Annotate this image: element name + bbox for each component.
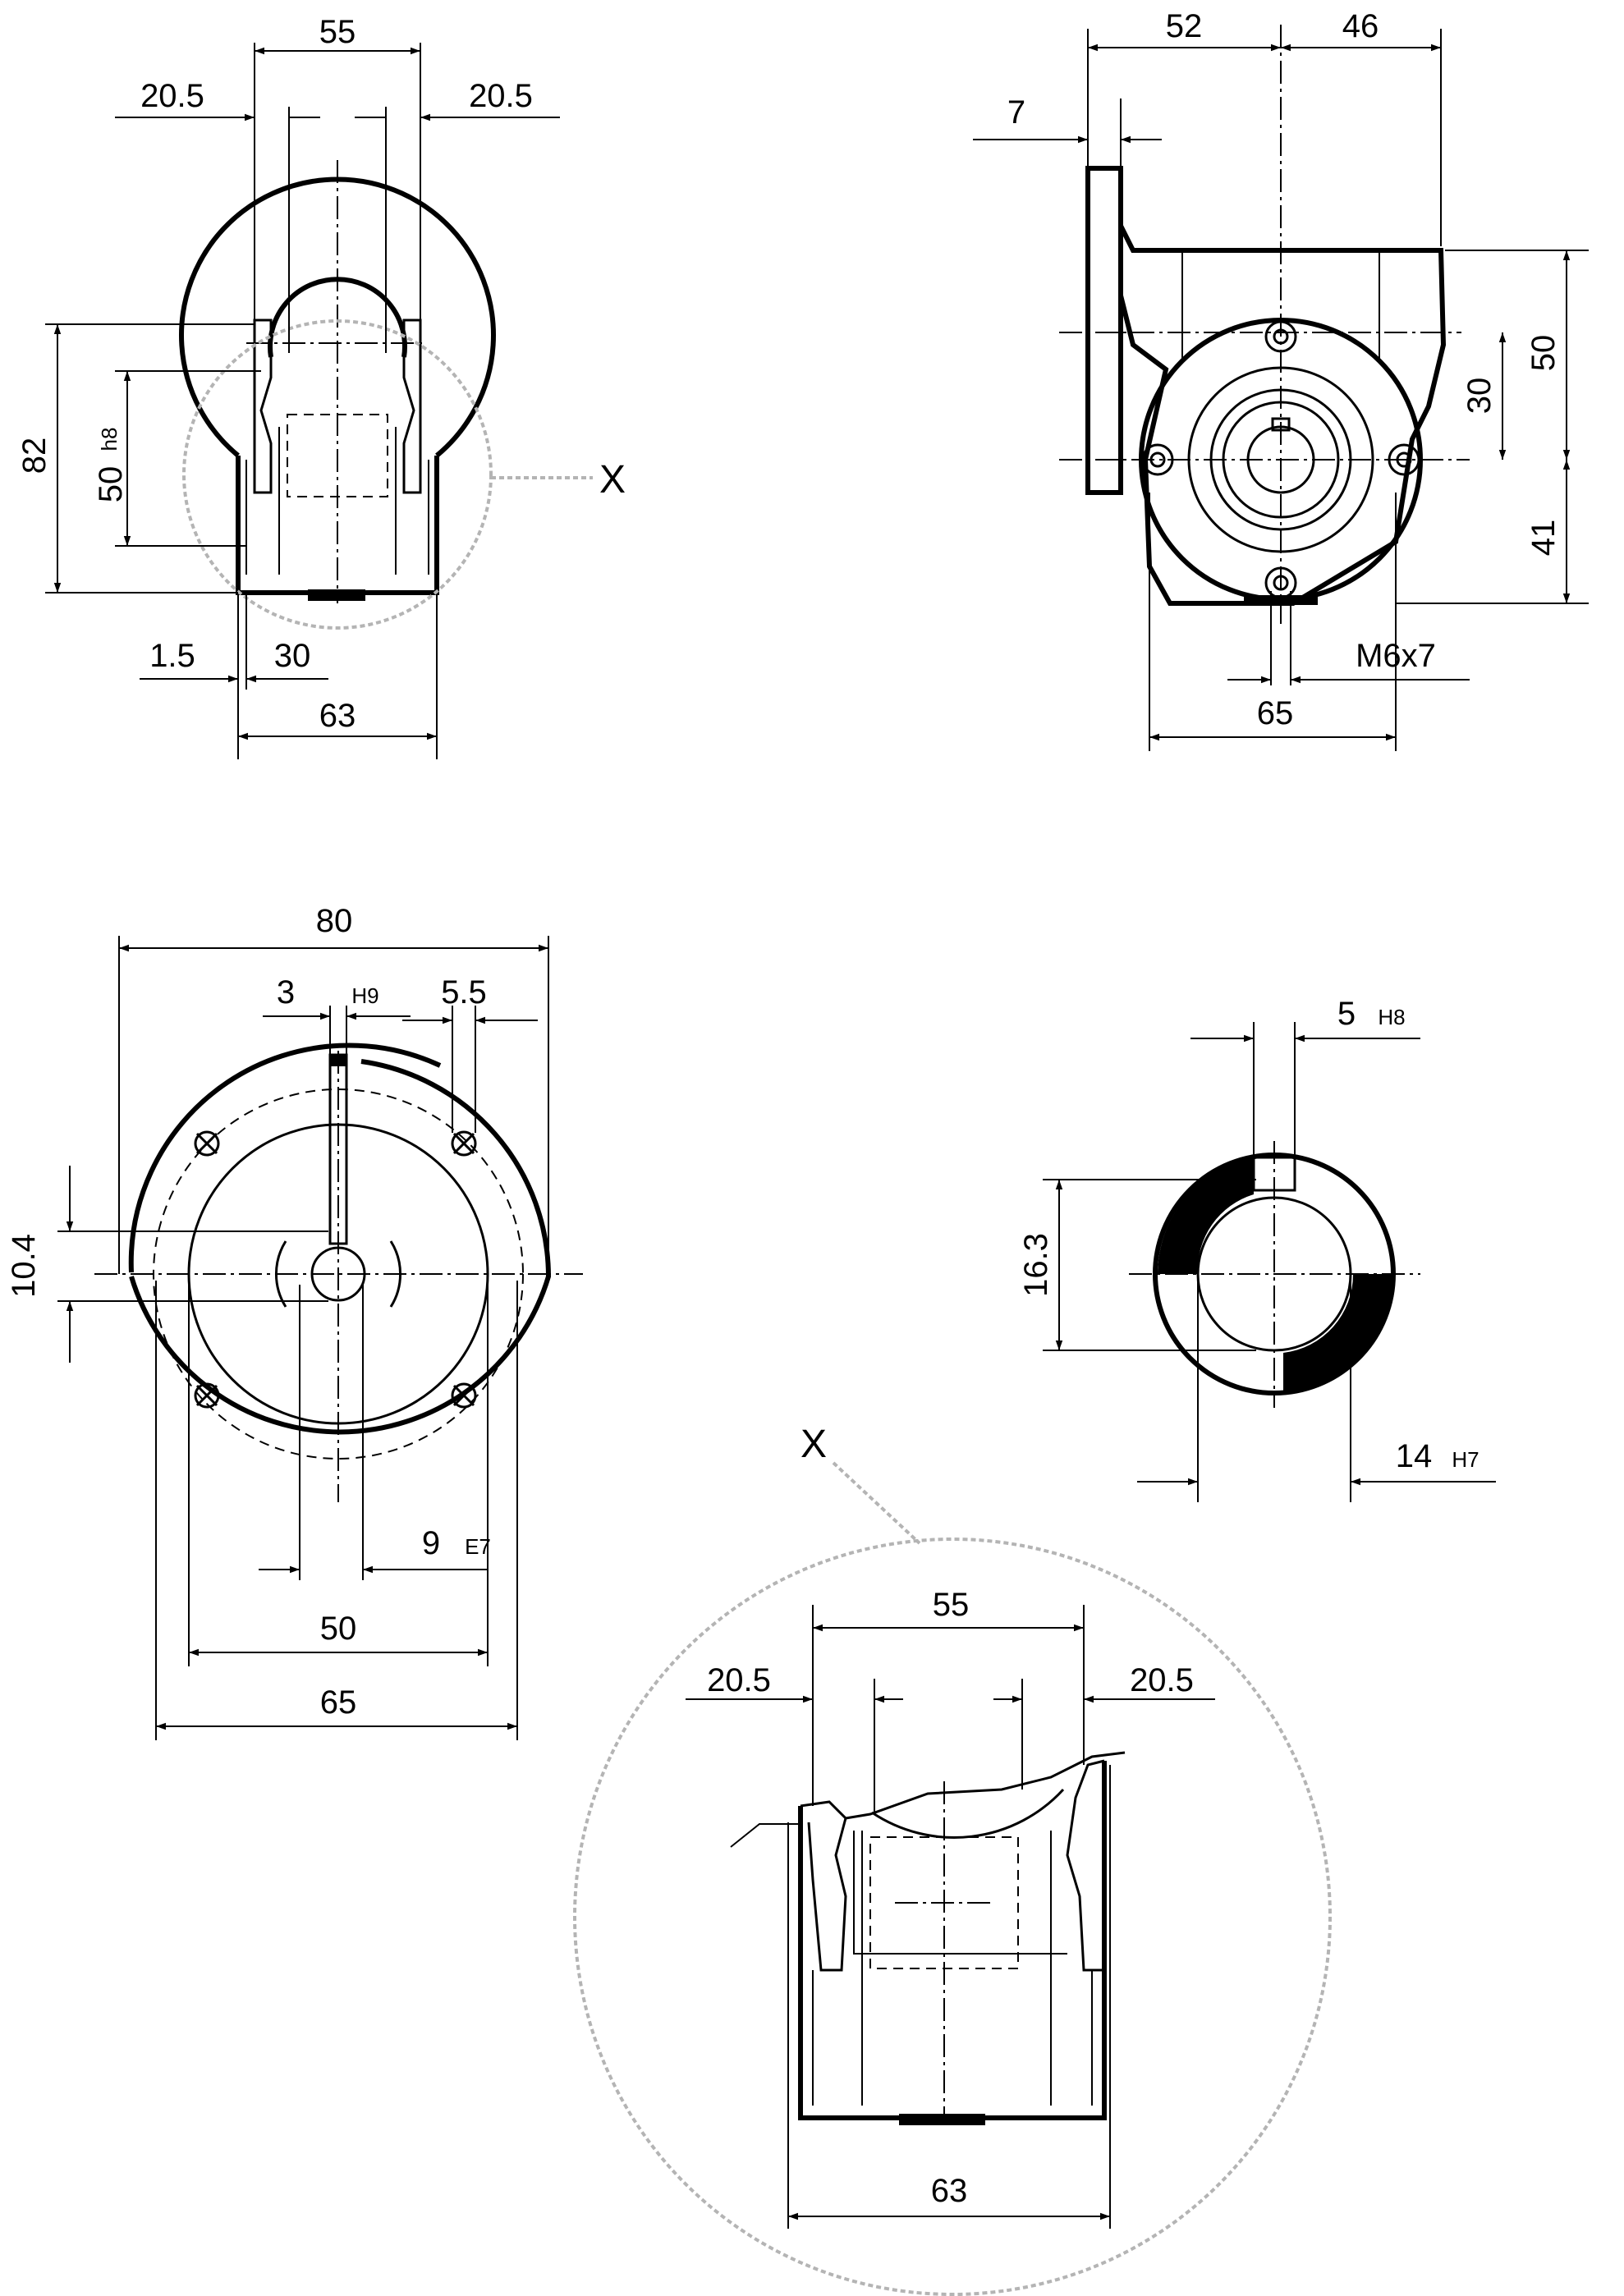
detail-x-inner-lines [812, 1831, 1093, 2106]
flange-view-outer-arc-left [128, 1043, 442, 1273]
detail-x-view: X 55 20.5 20.5 63 [573, 1423, 1332, 2296]
dim-label-50-tol: h8 [97, 428, 122, 451]
dim-label-7: 7 [1007, 94, 1025, 131]
dim-label-14-tol: H7 [1452, 1447, 1479, 1472]
detail-x-title: X [801, 1423, 827, 1466]
dim-label-50: 50 [1525, 335, 1562, 372]
front-view: X 55 20.5 20.5 82 50 h8 1.5 30 63 [16, 14, 626, 759]
bore-view-section-upper-left [1158, 1157, 1254, 1274]
dim-label-63: 63 [319, 698, 356, 734]
bore-view: 5 H8 16.3 14 H7 [1018, 996, 1496, 1502]
flange-view: 80 3 H9 5.5 10.4 9 E7 50 65 [6, 903, 583, 1740]
side-view-flange-plate [1085, 166, 1123, 495]
detail-dim-label-20-5-right: 20.5 [1130, 1662, 1194, 1698]
flange-view-bolt-holes [194, 1130, 477, 1409]
dim-label-3-tol: H9 [351, 983, 378, 1008]
dim-label-5-5: 5.5 [441, 974, 487, 1011]
detail-x-left-wall [800, 1800, 847, 1972]
dim-label-82: 82 [16, 438, 53, 474]
dim-label-20-5-left: 20.5 [140, 78, 204, 114]
detail-x-base-pad [899, 2114, 985, 2125]
dim-label-9: 9 [422, 1525, 440, 1561]
dim-label-20-5-right: 20.5 [469, 78, 533, 114]
detail-x-gear-profile [845, 1751, 1126, 1820]
dim-label-50: 50 [93, 466, 129, 503]
bore-view-section-lower-right [1283, 1274, 1394, 1393]
dim-label-3: 3 [277, 974, 295, 1011]
side-view-housing [1118, 224, 1447, 606]
dim-label-52: 52 [1166, 8, 1203, 44]
dim-label-30: 30 [274, 638, 311, 674]
detail-x-right-wall [1066, 1759, 1105, 1972]
detail-x-worm-arc [871, 1788, 1065, 1839]
detail-x-left-edge [730, 1823, 801, 1848]
front-view-right-boss [402, 319, 422, 494]
dim-label-10-4: 10.4 [6, 1234, 42, 1298]
dim-label-41: 41 [1525, 520, 1562, 557]
dim-label-16-3: 16.3 [1018, 1233, 1054, 1297]
dim-label-80: 80 [316, 903, 353, 939]
front-view-inner-lines [245, 427, 429, 575]
dim-label-65: 65 [1257, 695, 1294, 731]
dim-label-30: 30 [1461, 378, 1498, 415]
detail-dim-label-55: 55 [933, 1587, 970, 1623]
detail-x-housing [798, 1761, 1107, 2120]
front-view-detail-marker: X [599, 458, 626, 502]
front-view-detail-circle [182, 319, 493, 630]
detail-x-circle [573, 1538, 1332, 2296]
dim-label-65: 65 [320, 1684, 357, 1721]
side-view-base-pad [1244, 595, 1318, 605]
detail-x-leader [832, 1461, 921, 1545]
dim-label-1-5: 1.5 [149, 638, 195, 674]
side-view-housing-inner [1181, 250, 1380, 361]
dim-label-9-tol: E7 [465, 1534, 491, 1559]
dim-label-55: 55 [319, 14, 356, 50]
dim-label-50: 50 [320, 1611, 357, 1647]
side-view: 52 46 7 50 30 41 M6x7 65 [973, 8, 1589, 751]
dim-label-5: 5 [1337, 996, 1356, 1032]
dim-label-5-tol: H8 [1378, 1005, 1405, 1029]
dim-label-46: 46 [1342, 8, 1379, 44]
detail-dim-label-63: 63 [931, 2173, 968, 2209]
flange-view-outer-arc-right [129, 1059, 552, 1435]
detail-dim-label-20-5-left: 20.5 [707, 1662, 771, 1698]
front-view-left-boss [253, 319, 273, 494]
dim-label-14: 14 [1396, 1438, 1433, 1474]
